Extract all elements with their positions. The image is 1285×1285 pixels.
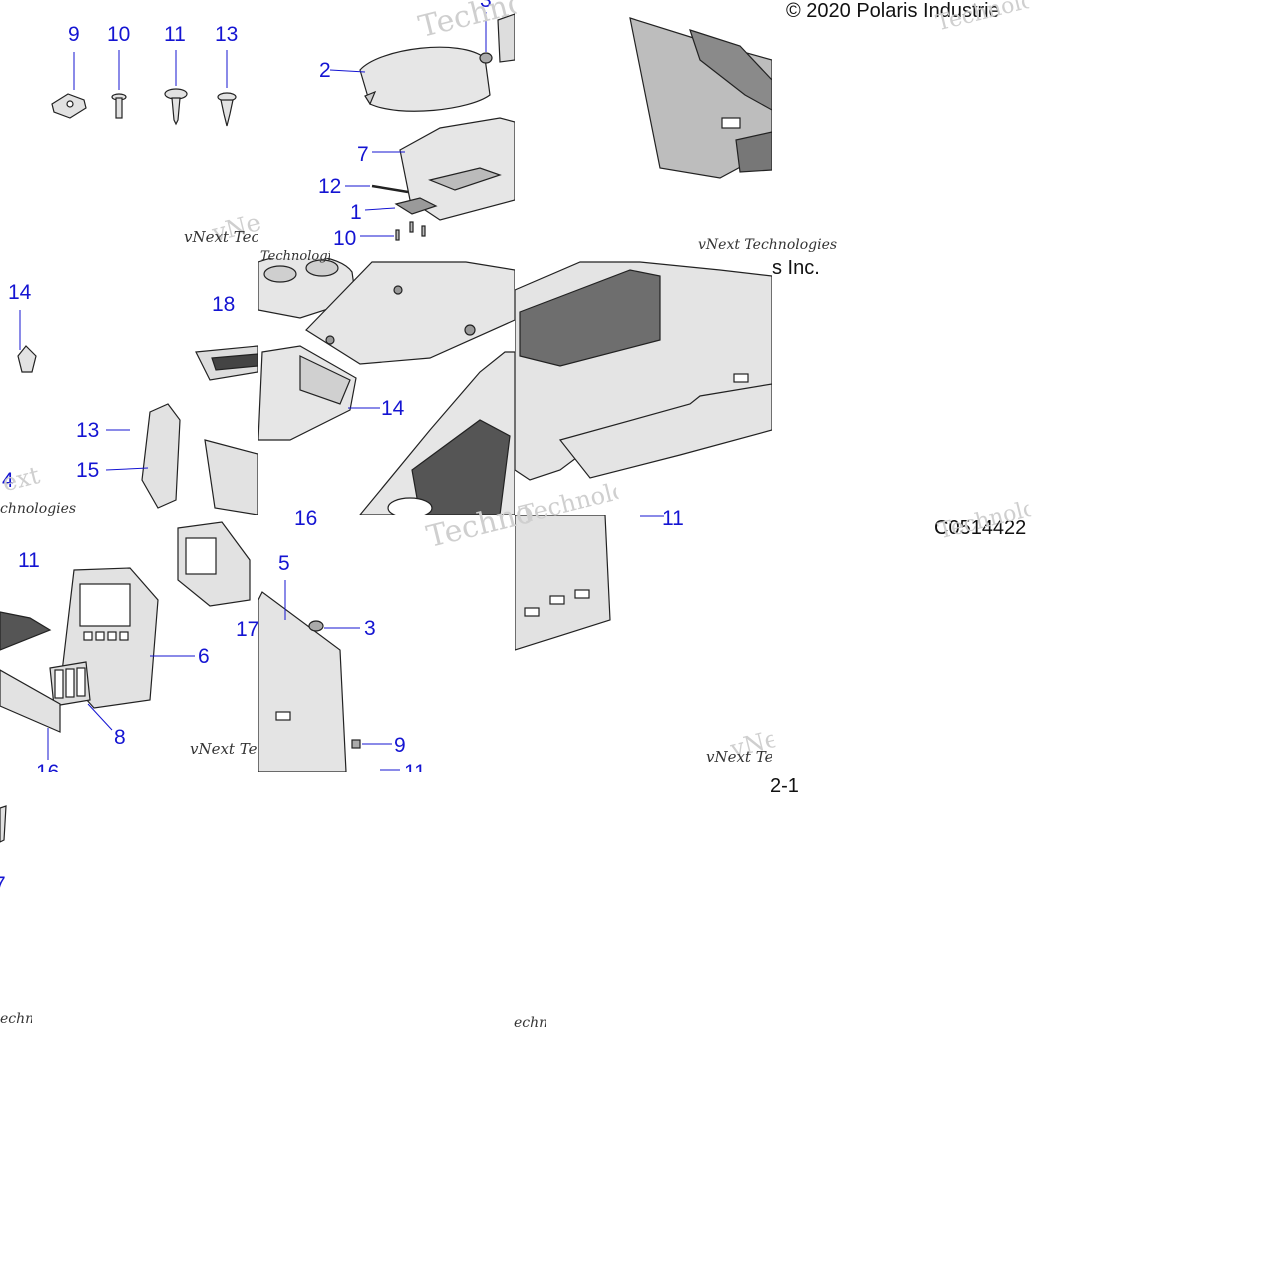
- watermark-7: echno: [514, 1016, 546, 1030]
- grommet-part: [308, 620, 360, 632]
- latch-part: [394, 197, 438, 215]
- callout-9b: 9: [394, 734, 406, 757]
- floor-panel-part: [558, 383, 772, 479]
- pin-part: [371, 184, 409, 194]
- callout-16b: 16: [36, 762, 59, 772]
- callout-15: 15: [76, 459, 100, 482]
- bin-part: [0, 669, 61, 733]
- callout-5: 5: [278, 552, 290, 575]
- copyright-fragment: s Inc.: [772, 257, 820, 279]
- callout-10: 10: [107, 23, 131, 46]
- callout-13: 13: [215, 23, 239, 46]
- center-trim-part: [305, 261, 515, 365]
- push-rivet-part: [217, 50, 237, 127]
- callout-6: 6: [198, 645, 210, 668]
- page-ref: 2-1: [770, 775, 799, 797]
- callout-18: 18: [212, 293, 236, 316]
- callout-4: 4: [2, 469, 14, 492]
- callout-7: 7: [357, 143, 369, 166]
- bolt-part: [164, 50, 188, 126]
- watermark-6: echno: [0, 1012, 32, 1026]
- callout-11b: 11: [18, 549, 40, 572]
- copyright-text: © 2020 Polaris Industrie: [786, 1, 1000, 21]
- callout-17: 17: [236, 618, 260, 641]
- watermark-5: vNext Tec: [706, 750, 772, 765]
- watermark-4: vNext Tec: [190, 742, 258, 757]
- callout-12: 12: [318, 175, 342, 198]
- callout-10b: 10: [333, 227, 357, 250]
- watermark-3: chnologies: [0, 501, 77, 517]
- figure-code: C0514422: [934, 518, 1027, 538]
- callout-14b: 14: [381, 397, 405, 420]
- callout-9: 9: [68, 23, 80, 46]
- screw-part: [111, 50, 127, 119]
- callout-13b: 13: [76, 419, 100, 442]
- callout-11d: 11: [662, 507, 684, 530]
- clip-nut-part-2: [351, 739, 392, 749]
- watermark-1: vNext Tec: [184, 230, 258, 245]
- callout-11: 11: [164, 23, 186, 46]
- callout-1: 1: [350, 201, 362, 224]
- watermark-2: vNext Technologies: [698, 238, 838, 252]
- callout-3b: 3: [364, 617, 376, 640]
- callout-7b: 7: [0, 874, 6, 895]
- retainer-clip-part: [17, 310, 37, 373]
- callout-2: 2: [319, 59, 331, 82]
- rear-frame-part: [258, 591, 347, 772]
- lower-panel-part: [515, 515, 611, 651]
- callout-11c: 11: [404, 762, 426, 772]
- callout-8: 8: [114, 726, 126, 749]
- watermark-8: Technologies: [260, 250, 330, 263]
- armrest-lid-part: [359, 46, 491, 112]
- callout-16: 16: [294, 507, 318, 530]
- callout-3: 3: [480, 0, 492, 12]
- bumper-part: [479, 12, 493, 64]
- callout-14: 14: [8, 281, 32, 304]
- side-bracket-part: [141, 403, 181, 509]
- clip-nut-part: [51, 52, 87, 119]
